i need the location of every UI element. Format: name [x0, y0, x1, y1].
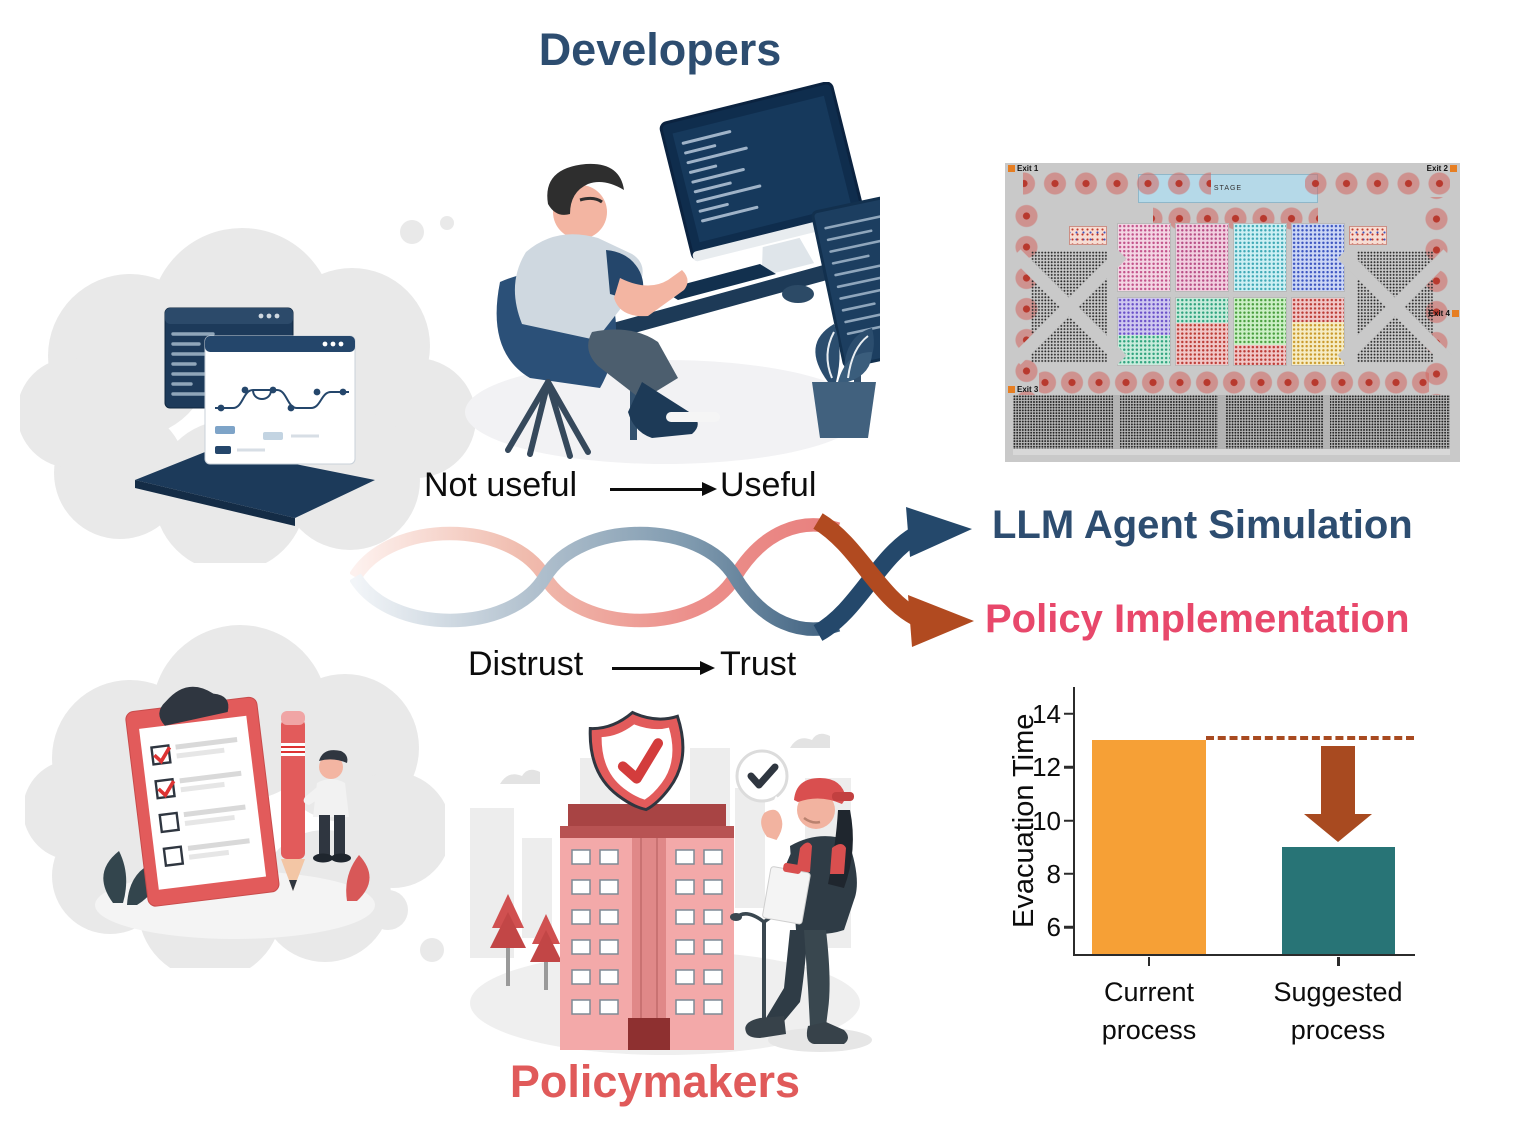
monitor-secondary	[811, 189, 880, 368]
y-tick-label: 14	[1019, 701, 1061, 727]
tree	[490, 894, 526, 986]
audience-section	[1233, 223, 1287, 292]
mouse	[782, 285, 814, 303]
bar-suggested-process	[1282, 847, 1395, 954]
simulation-arrowhead-icon	[906, 507, 972, 557]
clipboard	[125, 686, 280, 907]
checklist-person	[303, 750, 351, 863]
thought-trail-dot	[400, 220, 424, 244]
y-tick-label: 10	[1019, 808, 1061, 834]
y-tick-label: 12	[1019, 754, 1061, 780]
exit-marker-icon	[1008, 165, 1015, 172]
checklist-illustration	[75, 655, 405, 945]
cloud-small	[500, 769, 540, 784]
distrust-label: Distrust	[468, 645, 584, 683]
inspector-person	[745, 778, 872, 1052]
llm-agent-simulation-label: LLM Agent Simulation	[992, 503, 1413, 547]
arrow-right-icon	[610, 488, 702, 491]
policy-arrow	[813, 513, 921, 625]
crowd-area-left	[1011, 249, 1127, 365]
developer-illustration	[430, 82, 880, 472]
pipeline-window	[204, 335, 356, 465]
helix-drawing	[350, 507, 974, 647]
trust-label: Trust	[720, 645, 797, 683]
crowd-area-right	[1337, 249, 1453, 365]
desk	[580, 250, 878, 348]
map-side-panel	[1349, 226, 1387, 245]
thought-trail-dot	[440, 216, 454, 230]
not-useful-label: Not useful	[424, 466, 578, 504]
leaf	[103, 851, 127, 903]
x-category-suggested: Suggested process	[1273, 977, 1403, 1045]
x-tick-mark	[1337, 956, 1340, 966]
trust-ribbon	[350, 518, 841, 628]
developer-drawing	[465, 82, 880, 464]
laptop-drawing	[135, 307, 375, 526]
useful-label: Useful	[720, 466, 817, 504]
cloud-small	[790, 733, 830, 748]
simulation-map: STAGE Exit 1	[1005, 163, 1460, 462]
y-tick-label: 8	[1019, 861, 1061, 887]
food-stall-row-bottom	[1039, 367, 1429, 398]
thought-trail-dot	[420, 938, 444, 962]
keyboard	[662, 264, 776, 300]
audience-section	[1175, 223, 1229, 292]
tree	[530, 914, 562, 990]
crowd-area-bottom	[1013, 395, 1450, 455]
map-side-panel	[1069, 226, 1107, 245]
leaf	[346, 855, 370, 901]
government-building	[560, 804, 734, 1050]
exit-label: Exit 3	[1008, 385, 1038, 394]
plant	[812, 324, 876, 438]
approval-check-bubble	[735, 749, 790, 808]
developer-person	[514, 163, 720, 438]
exit-marker-icon	[1450, 165, 1457, 172]
policymaker-illustration	[460, 688, 880, 1058]
helix-graphic	[350, 495, 980, 660]
reference-dashed-line	[1206, 736, 1414, 741]
exit-marker-icon	[1452, 310, 1459, 317]
usefulness-ribbon	[350, 526, 841, 636]
bar-current-process	[1092, 740, 1206, 954]
x-tick-mark	[1147, 956, 1150, 966]
laptop-illustration	[95, 280, 405, 530]
evacuation-time-chart: Evacuation Time 6 8 10 12 14 Current pro…	[995, 683, 1525, 1045]
exit-marker-icon	[1008, 386, 1015, 393]
food-stall-row-top-left	[1023, 168, 1211, 199]
audience-section	[1117, 223, 1171, 292]
audience-section	[1291, 223, 1345, 292]
chart-plot-area: Evacuation Time 6 8 10 12 14 Current pro…	[1008, 687, 1415, 1045]
audience-section	[1175, 297, 1229, 366]
food-stall-row-top-right	[1305, 168, 1450, 199]
checklist-drawing	[95, 686, 375, 939]
pencil	[281, 711, 305, 891]
policy-implementation-label: Policy Implementation	[985, 597, 1410, 641]
laptop-base	[135, 448, 375, 518]
flowchart-graph	[215, 389, 349, 409]
decrease-arrow-icon	[1304, 745, 1372, 842]
policymaker-drawing	[470, 710, 872, 1055]
safety-shield-icon	[588, 710, 685, 812]
policy-arrowhead-icon	[908, 595, 974, 647]
exit-label: Exit 1	[1008, 164, 1038, 173]
audience-section	[1233, 297, 1287, 366]
y-tick-label: 6	[1019, 914, 1061, 940]
thought-trail-dot	[368, 890, 408, 930]
x-category-current: Current process	[1101, 977, 1197, 1045]
exit-label: Exit 2	[1427, 164, 1457, 173]
policymakers-title: Policymakers	[509, 1056, 801, 1107]
audience-section	[1291, 297, 1345, 366]
arrow-right-icon	[612, 667, 700, 670]
exit-label: Exit 4	[1429, 309, 1459, 318]
developers-title: Developers	[538, 24, 782, 75]
